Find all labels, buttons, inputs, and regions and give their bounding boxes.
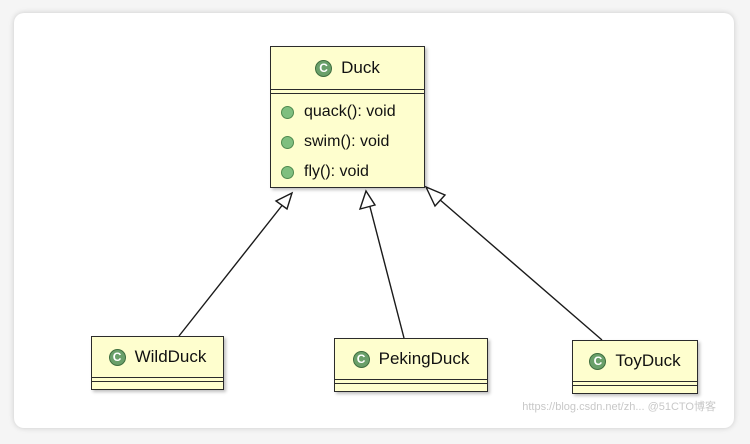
class-icon: C: [352, 350, 370, 368]
edge-toyduck-to-duck: [438, 198, 603, 341]
method-label: quack(): void: [304, 103, 396, 120]
method-label: swim(): void: [304, 133, 390, 150]
edge-wildduck-to-duck: [178, 202, 285, 337]
class-name: ToyDuck: [615, 351, 681, 370]
edge-pekingduck-to-duck: [368, 202, 405, 339]
class-toyduck-header: C ToyDuck: [573, 341, 697, 381]
class-icon: C: [589, 352, 607, 370]
method-quack: quack(): void: [271, 97, 424, 127]
attributes-separator: [573, 381, 697, 382]
class-name: Duck: [341, 58, 380, 77]
class-toyduck[interactable]: C ToyDuck: [572, 340, 698, 394]
attributes-separator: [335, 379, 487, 380]
class-pekingduck[interactable]: C PekingDuck: [334, 338, 488, 392]
attributes-separator: [92, 377, 223, 378]
class-wildduck[interactable]: C WildDuck: [91, 336, 224, 390]
arrowhead-pekingduck: [358, 189, 377, 211]
class-name: WildDuck: [134, 347, 207, 366]
class-name: PekingDuck: [378, 349, 470, 368]
arrowhead-wildduck: [274, 191, 294, 211]
public-method-icon: [281, 165, 294, 179]
methods-separator: [271, 93, 424, 94]
arrowhead-toyduck: [424, 185, 447, 208]
class-duck[interactable]: C Duck quack(): void swim(): void fly():…: [270, 46, 425, 188]
methods-separator: [335, 383, 487, 384]
method-fly: fly(): void: [271, 157, 424, 187]
class-pekingduck-header: C PekingDuck: [335, 339, 487, 379]
public-method-icon: [281, 105, 294, 119]
class-icon: C: [315, 59, 333, 77]
public-method-icon: [281, 135, 294, 149]
methods-separator: [92, 381, 223, 382]
methods-separator: [573, 385, 697, 386]
watermark: https://blog.csdn.net/zh... @51CTO博客: [522, 401, 716, 413]
diagram-canvas: C Duck quack(): void swim(): void fly():…: [14, 13, 734, 428]
class-duck-header: C Duck: [271, 47, 424, 89]
class-icon: C: [108, 348, 126, 366]
method-list: quack(): void swim(): void fly(): void: [271, 94, 424, 187]
class-wildduck-header: C WildDuck: [92, 337, 223, 377]
method-swim: swim(): void: [271, 127, 424, 157]
attributes-separator: [271, 89, 424, 90]
method-label: fly(): void: [304, 163, 369, 180]
